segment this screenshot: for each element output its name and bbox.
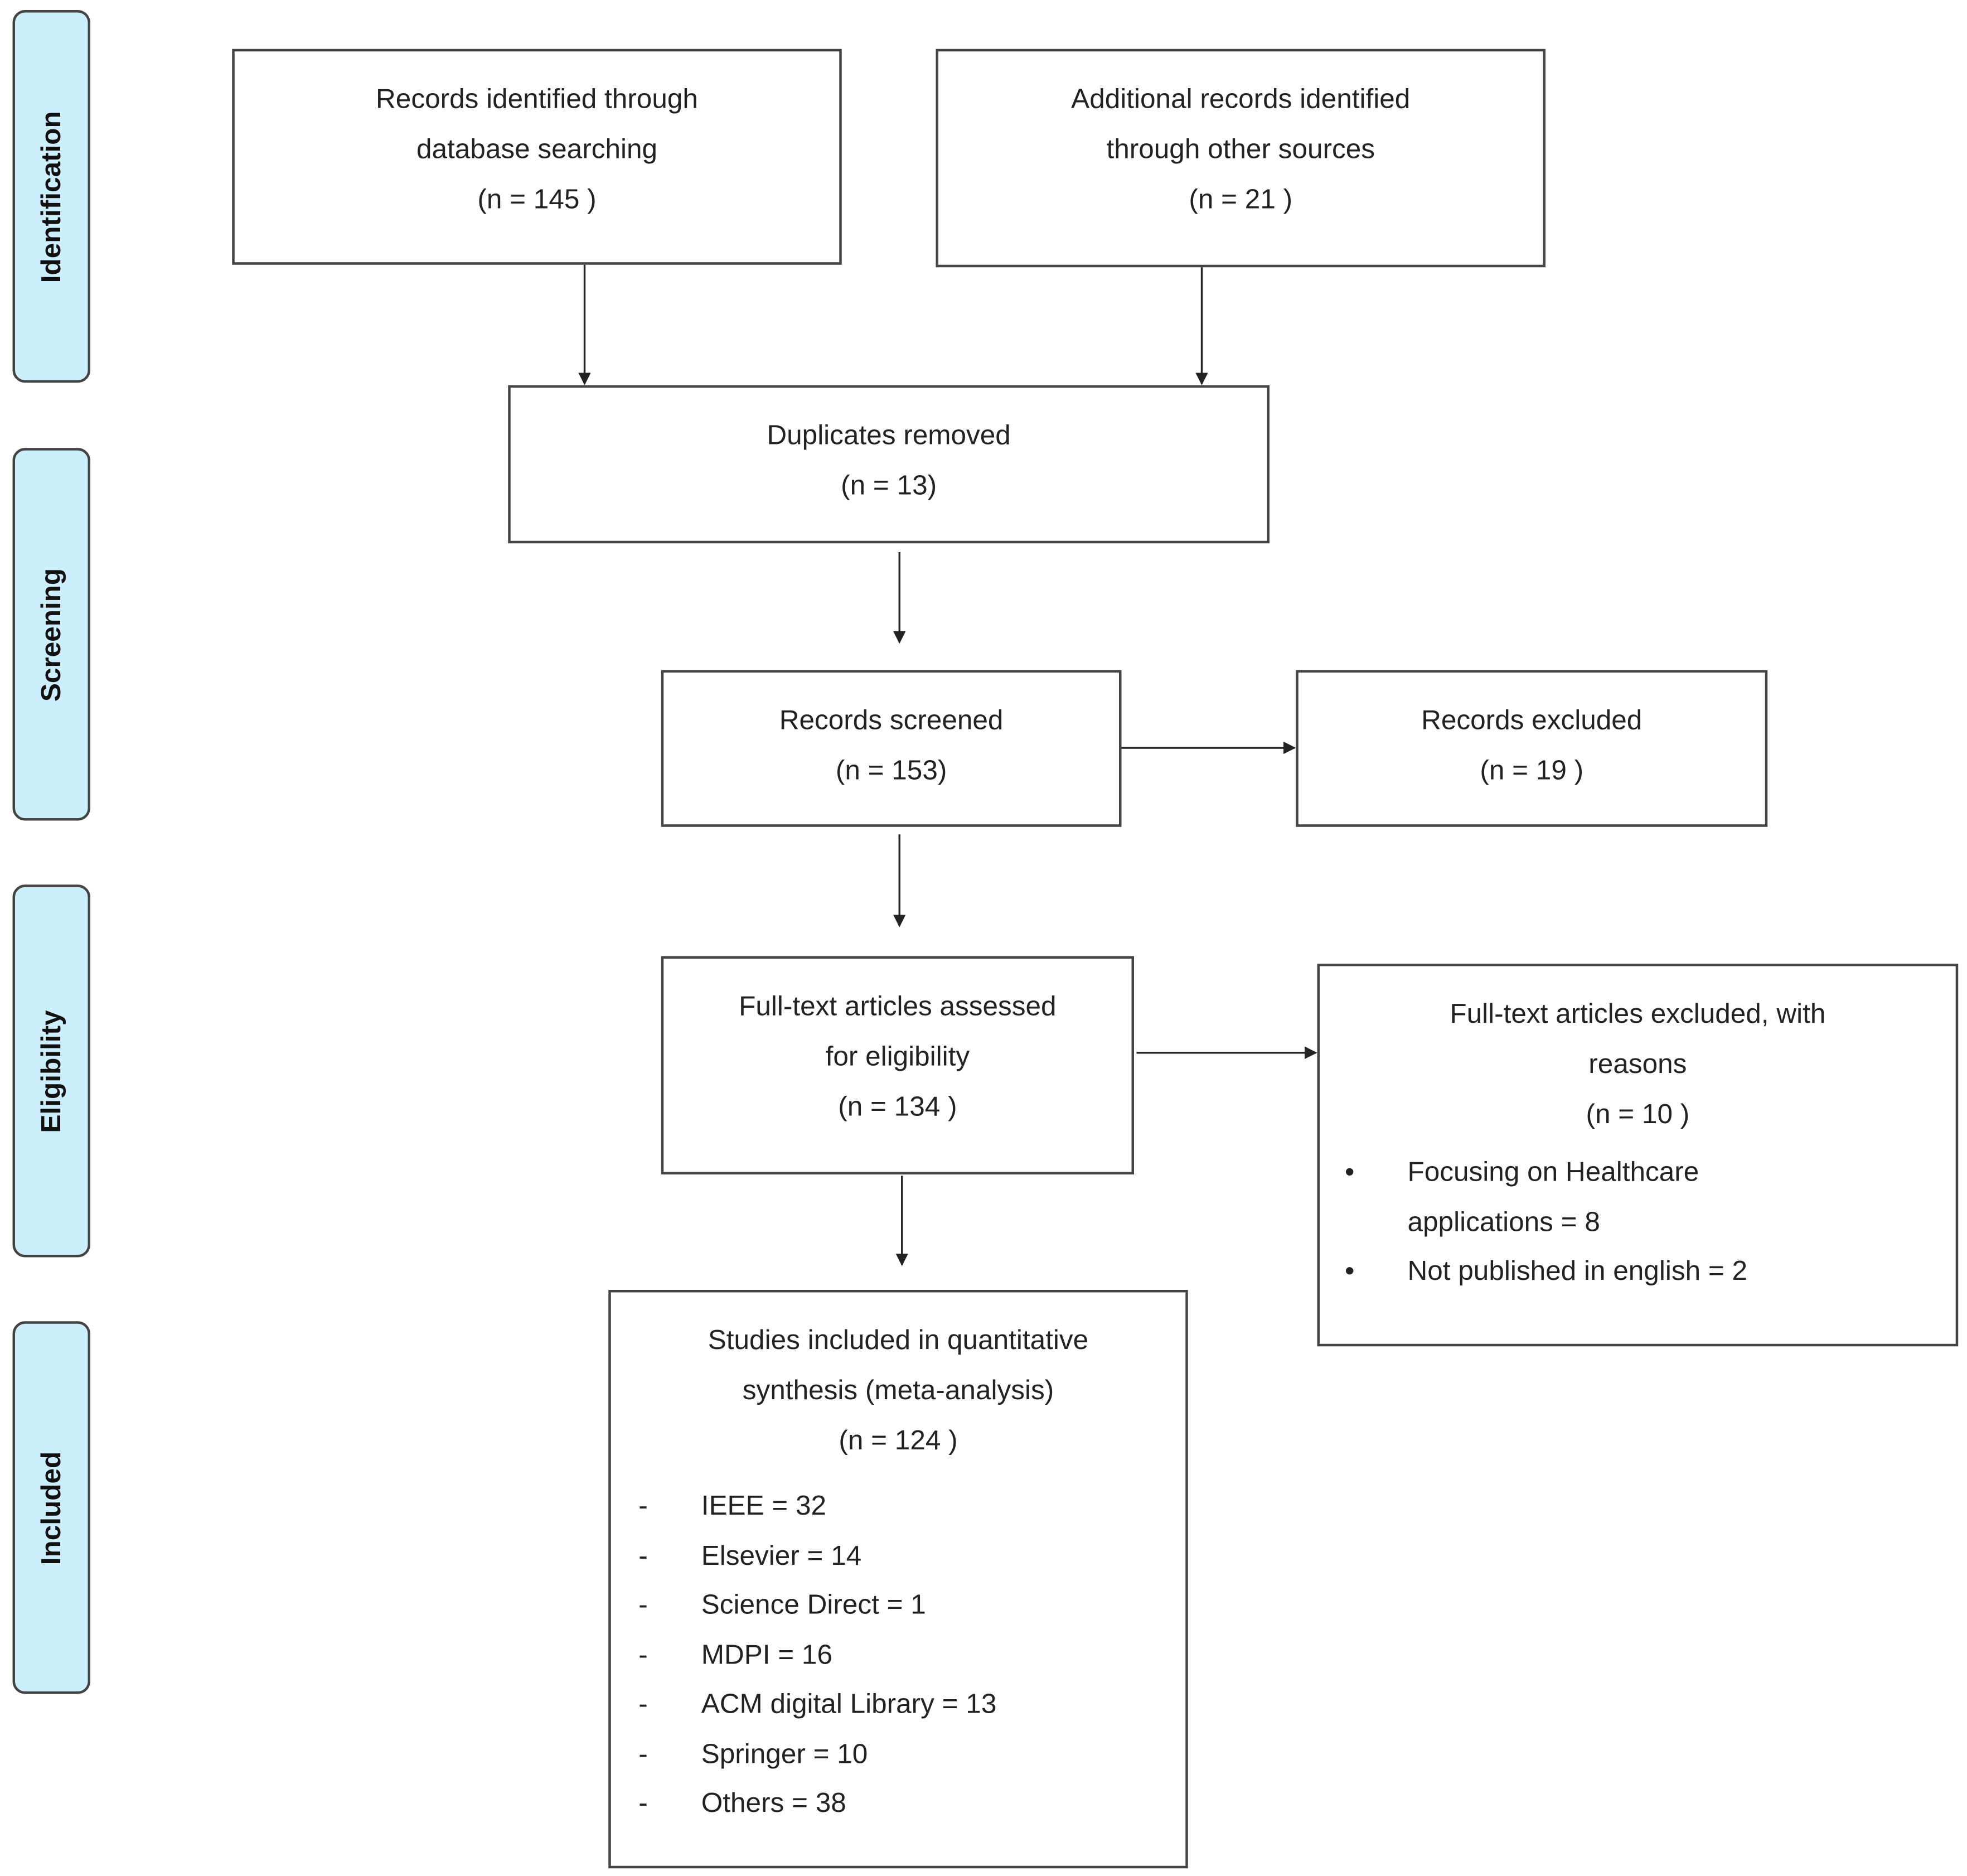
box-duplicates-removed: Duplicates removed (n = 13) bbox=[508, 385, 1270, 544]
phase-eligibility: Eligibility bbox=[12, 884, 90, 1258]
phase-included: Included bbox=[12, 1321, 90, 1694]
box-fulltext-assessed: Full-text articles assessed for eligibil… bbox=[661, 956, 1134, 1174]
list-item: -Elsevier = 14 bbox=[638, 1539, 862, 1570]
phase-identification: Identification bbox=[12, 10, 90, 383]
list-item: -Science Direct = 1 bbox=[638, 1588, 926, 1620]
phase-screening: Screening bbox=[12, 448, 90, 821]
box-fulltext-excluded: Full-text articles excluded, with reason… bbox=[1317, 964, 1959, 1347]
box-records-screened: Records screened (n = 153) bbox=[661, 670, 1122, 827]
box-studies-included: Studies included in quantitative synthes… bbox=[608, 1290, 1188, 1869]
list-item: •Not published in english = 2 bbox=[1345, 1255, 1748, 1287]
list-item: -ACM digital Library = 13 bbox=[638, 1688, 997, 1719]
box-records-excluded: Records excluded (n = 19 ) bbox=[1296, 670, 1768, 827]
list-item: -Springer = 10 bbox=[638, 1737, 868, 1769]
included-sources-list: -IEEE = 32 -Elsevier = 14 -Science Direc… bbox=[611, 1481, 1186, 1827]
box-database-records: Records identified through database sear… bbox=[232, 49, 842, 265]
box-other-sources: Additional records identified through ot… bbox=[936, 49, 1546, 268]
list-item: -Others = 38 bbox=[638, 1787, 846, 1819]
list-item: -MDPI = 16 bbox=[638, 1638, 832, 1670]
list-item: •Focusing on Healthcare applications = 8 bbox=[1345, 1155, 1699, 1237]
exclusion-reasons-list: •Focusing on Healthcare applications = 8… bbox=[1320, 1147, 1956, 1296]
list-item: -IEEE = 32 bbox=[638, 1489, 827, 1521]
